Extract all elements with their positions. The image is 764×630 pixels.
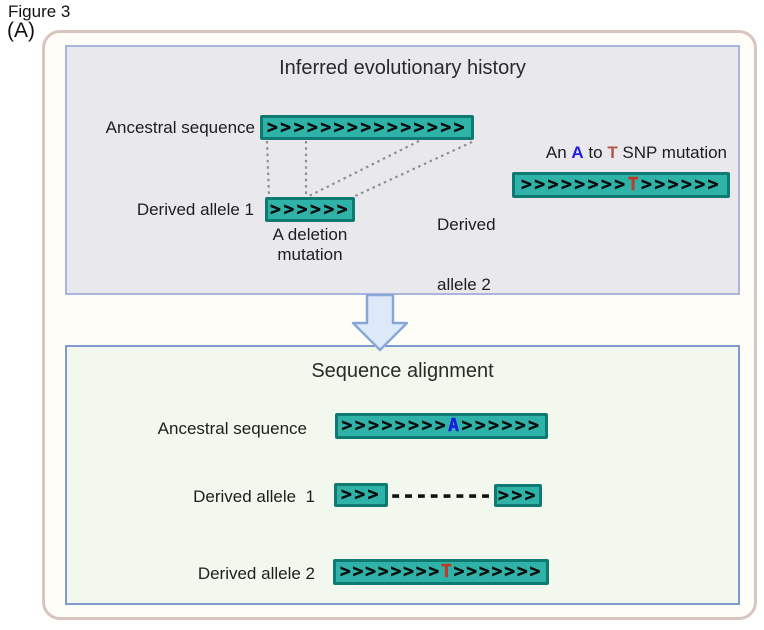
nt-letter-t: T [627, 174, 641, 195]
alignment-derived2-chevrons: >>>>>>>>T>>>>>>> [339, 561, 543, 582]
alignment-ancestral-chevrons: >>>>>>>>A>>>>>> [341, 415, 542, 436]
ancestral-sequence-box: >>>>>>>>>>>>>>> [260, 115, 474, 140]
down-arrow-icon [351, 294, 409, 352]
derived-allele-2-seq-before: >>>>>>>> [520, 174, 628, 195]
ancestral-sequence-chevrons: >>>>>>>>>>>>>>> [266, 116, 468, 138]
sequence-alignment-panel: Sequence alignment Ancestral sequence >>… [65, 345, 740, 605]
derived-allele-2-box: >>>>>>>>T>>>>>> [512, 172, 730, 198]
derived-allele-2-label-line-1: Derived [437, 215, 496, 234]
snp-note-text: SNP mutation [617, 143, 727, 162]
deletion-mutation-caption: A deletion mutation [250, 225, 370, 265]
derived-allele-2-chevrons: >>>>>>>>T>>>>>> [520, 174, 722, 195]
alignment-ancestral-box: >>>>>>>>A>>>>>> [335, 413, 548, 439]
alignment-derived2-seq-before: >>>>>>>> [339, 561, 441, 582]
top-panel-title: Inferred evolutionary history [279, 57, 526, 79]
alignment-derived1-left-box: >>> [334, 483, 388, 507]
nt-letter-a: A [448, 415, 462, 436]
bottom-panel-title: Sequence alignment [311, 360, 494, 382]
snp-letter-a: A [571, 143, 584, 162]
deletion-caption-line-1: A deletion [272, 225, 348, 244]
derived-allele-1-label: Derived allele 1 [136, 200, 254, 219]
alignment-derived1-label: Derived allele 1 [193, 487, 315, 506]
alignment-derived2-box: >>>>>>>>T>>>>>>> [333, 559, 549, 585]
derived-allele-2-label-line-2: allele 2 [437, 275, 491, 294]
alignment-ancestral-seq-before: >>>>>>>> [341, 415, 449, 436]
derived-allele-2-label: Derived allele 2 [437, 175, 496, 335]
evolutionary-history-panel: Inferred evolutionary history Ancestral … [65, 45, 740, 295]
alignment-derived2-seq-after: >>>>>>> [453, 561, 543, 582]
alignment-derived1-right-box: >>> [494, 484, 542, 507]
alignment-ancestral-label: Ancestral sequence [157, 419, 307, 438]
alignment-derived1-left-chevrons: >>> [340, 484, 381, 505]
snp-note-text: An [545, 143, 572, 162]
snp-note-text: to [583, 143, 608, 162]
alignment-derived2-label: Derived allele 2 [197, 564, 315, 583]
figure-label: Figure 3 [8, 2, 71, 21]
deletion-caption-line-2: mutation [277, 245, 343, 264]
derived-allele-2-seq-after: >>>>>> [641, 174, 722, 195]
snp-mutation-annotation: An A to T SNP mutation [546, 143, 727, 163]
derived-allele-1-box: >>>>>> [265, 197, 355, 222]
snp-letter-t: T [607, 143, 618, 162]
ancestral-sequence-label: Ancestral sequence [105, 118, 255, 137]
deletion-gap-dashes: -------- [389, 483, 493, 508]
alignment-derived1-right-chevrons: >>> [497, 484, 538, 506]
nt-letter-t-alignment: T [441, 561, 454, 582]
alignment-ancestral-seq-after: >>>>>> [461, 415, 542, 436]
derived-allele-1-chevrons: >>>>>> [269, 198, 351, 220]
panel-a-label: (A) [7, 19, 35, 42]
